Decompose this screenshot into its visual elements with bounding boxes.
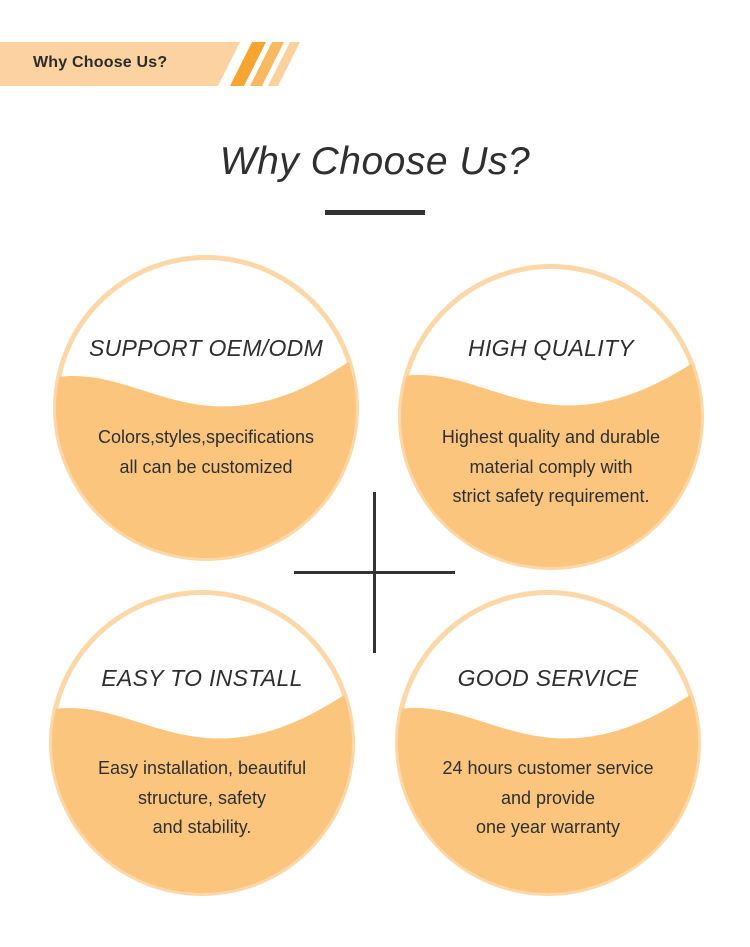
feature-card-service: GOOD SERVICE 24 hours customer service a… — [393, 588, 703, 898]
feature-card-quality: HIGH QUALITY Highest quality and durable… — [396, 262, 706, 572]
section-tag-banner: Why Choose Us? — [0, 40, 310, 88]
feature-description: 24 hours customer service and provide on… — [442, 758, 654, 837]
page-title: Why Choose Us? — [219, 140, 531, 183]
feature-title: EASY TO INSTALL — [101, 665, 303, 691]
title-underline — [325, 210, 425, 215]
feature-card-oem: SUPPORT OEM/ODM Colors,styles,specificat… — [51, 253, 361, 563]
feature-description: Easy installation, beautiful structure, … — [97, 758, 307, 837]
tag-label: Why Choose Us? — [33, 54, 168, 71]
feature-circle-graphic — [53, 255, 359, 561]
feature-description: Highest quality and durable material com… — [441, 427, 661, 506]
feature-circle-graphic — [395, 590, 701, 896]
feature-title: GOOD SERVICE — [457, 665, 639, 691]
cross-divider-horizontal — [294, 571, 455, 574]
feature-card-install: EASY TO INSTALL Easy installation, beaut… — [47, 588, 357, 898]
tag-banner-shape — [0, 42, 300, 86]
feature-circle-graphic — [49, 590, 355, 896]
feature-title: SUPPORT OEM/ODM — [88, 335, 324, 361]
feature-description: Colors,styles,specifications all can be … — [97, 427, 315, 477]
feature-title: HIGH QUALITY — [468, 335, 634, 361]
feature-circle-graphic — [398, 264, 704, 570]
